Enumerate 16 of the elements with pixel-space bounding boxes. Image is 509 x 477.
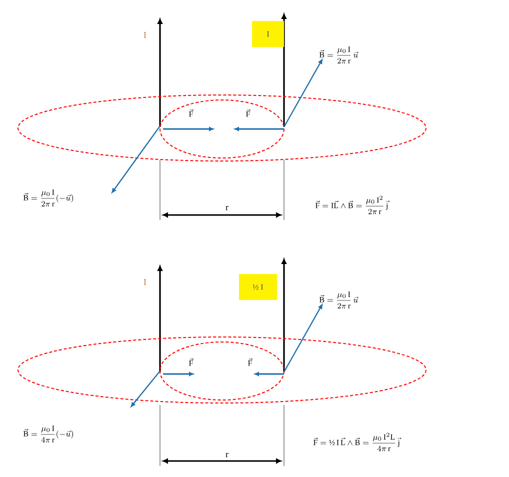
distance-label: r	[226, 206, 228, 210]
current-label: I	[144, 32, 146, 38]
force-label: $\vec{\mathrm{F}}$	[189, 109, 194, 117]
highlight-box: ½ I	[239, 274, 277, 300]
force-label: $\vec{\mathrm{F}}$	[189, 358, 194, 366]
formula: $\vec{\mathrm{F}} = \text{½}\,\mathrm{I}\, \vec{\mathrm{L}} \wedge \vec{\mathrm{B}} = \frac{\mu_0\, \mathrm{I}^2\mathrm{L}}{4\pi\, \mathrm{r}}\, \vec{\mathrm{j}}$	[313, 432, 402, 452]
force-label: $\vec{\mathrm{F}}$	[246, 109, 250, 117]
formula: $\vec{\mathrm{B}} = \frac{\mu_0\, \mathrm{I}}{4\pi\, \mathrm{r}}(-\vec{u})$	[23, 426, 74, 442]
highlight-box: I	[252, 21, 284, 47]
formula: $\vec{\mathrm{B}} = \frac{\mu_0\, \mathrm{I}}{2\pi\, \mathrm{r}}\, \vec{u}$	[319, 292, 358, 308]
current-label: I	[144, 279, 146, 285]
distance-label: r	[226, 452, 228, 458]
force-label: $\vec{\mathrm{F}}$	[248, 358, 252, 366]
formula: $\vec{\mathrm{F}} = \mathrm{I}\vec{\mathrm{L}} \wedge \vec{\mathrm{B}} = \frac{\mu_0\, \mathrm{I}^2}{2\pi\, \mathrm{r}}\, \vec{\mathrm{j}}$	[315, 196, 390, 214]
formula: $\vec{\mathrm{B}} = \frac{\mu_0\, \mathrm{I}}{2\pi\, \mathrm{r}}(-\vec{u})$	[23, 190, 74, 206]
formula: $\vec{\mathrm{B}} = \frac{\mu_0\, \mathrm{I}}{2\pi\, \mathrm{r}}\, \vec{u}$	[319, 46, 358, 64]
